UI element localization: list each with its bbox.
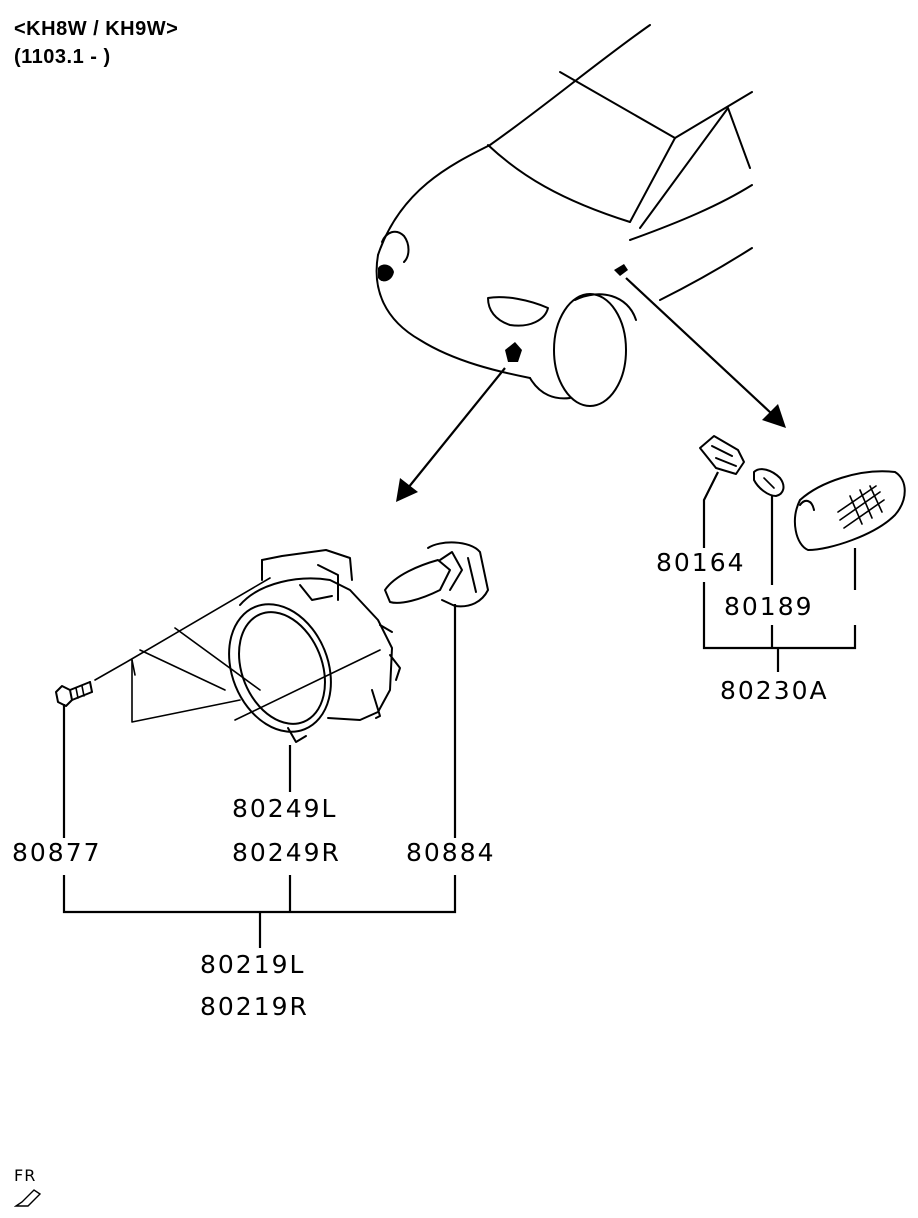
side-turn-lamp — [699, 435, 906, 551]
part-label-80219R[interactable]: 80219R — [200, 992, 309, 1021]
screw — [55, 681, 93, 707]
arrow-to-side-marker — [625, 277, 786, 428]
date-range: (1103.1 - ) — [14, 46, 111, 68]
model-header: <KH8W / KH9W> — [14, 18, 179, 40]
fog-lamp-leaders — [62, 604, 457, 948]
part-label-80877[interactable]: 80877 — [12, 838, 102, 867]
side-lamp-leaders — [702, 471, 857, 672]
part-label-80249R[interactable]: 80249R — [232, 838, 341, 867]
arrow-to-fog-lamp — [396, 367, 506, 502]
fog-bulb — [384, 541, 489, 608]
footer-code: FR — [14, 1166, 37, 1185]
part-label-80230A[interactable]: 80230A — [720, 676, 829, 705]
part-label-80219L[interactable]: 80219L — [200, 950, 306, 979]
part-label-80249L[interactable]: 80249L — [232, 794, 338, 823]
footer-mark-icon — [14, 1189, 42, 1207]
part-label-80164[interactable]: 80164 — [656, 548, 746, 577]
car-outline — [375, 24, 753, 407]
part-label-80189[interactable]: 80189 — [724, 592, 814, 621]
fog-lamp — [94, 549, 401, 743]
part-label-80884[interactable]: 80884 — [406, 838, 496, 867]
